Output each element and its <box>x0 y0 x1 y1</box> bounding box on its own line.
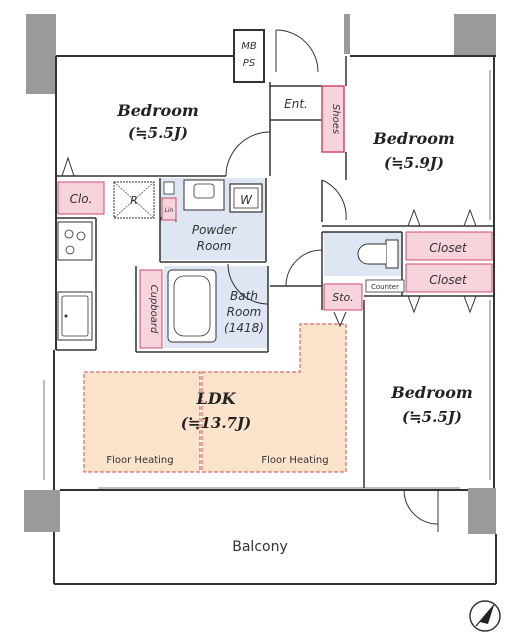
powder-room-line1: Powder <box>192 223 237 237</box>
wall-column-nw <box>26 14 56 94</box>
mb-label: MB <box>241 41 257 52</box>
kitchen-sink <box>57 291 93 341</box>
bedroom-ne-size: (≒5.9J) <box>384 154 444 172</box>
interior-walls <box>56 56 494 488</box>
washer <box>229 183 263 213</box>
clo-storage <box>57 181 105 215</box>
washer-label: W <box>240 193 253 207</box>
counter-label: Counter <box>371 283 399 291</box>
cupboard <box>139 269 163 349</box>
toilet-bowl <box>357 243 386 265</box>
powder-sink <box>183 179 225 211</box>
powder-room-line2: Room <box>197 239 232 253</box>
closet-2-label: Closet <box>429 273 468 287</box>
bedroom-nw-name: Bedroom <box>116 101 199 120</box>
bathtub <box>167 269 217 343</box>
wall-column-sw <box>24 490 60 532</box>
floor-heating-label-2: Floor Heating <box>261 455 328 466</box>
ps-label: PS <box>243 58 256 69</box>
ldk-size: (≒13.7J) <box>181 414 251 432</box>
cupboard-label: Cupboard <box>148 285 159 334</box>
sto-label: Sto. <box>332 291 354 304</box>
linen-label: Lin <box>165 207 174 214</box>
closet-2 <box>405 263 493 293</box>
bedroom-se-name: Bedroom <box>390 383 473 402</box>
refrigerator-label: R <box>130 194 138 207</box>
balcony-label: Balcony <box>232 539 288 555</box>
entrance-label: Ent. <box>284 97 308 111</box>
wall-column-ne <box>454 14 496 56</box>
linen-closet <box>161 197 177 221</box>
floor-heating-area-1 <box>83 371 201 473</box>
compass-icon <box>469 600 501 632</box>
refrigerator <box>113 181 155 219</box>
ldk-name: LDK <box>195 389 236 408</box>
counter <box>365 279 405 293</box>
bath-room-line1: Bath <box>230 289 258 303</box>
floor-heating-area-2 <box>201 323 347 473</box>
wall-column-se <box>468 488 496 534</box>
bedroom-ne-name: Bedroom <box>372 129 455 148</box>
closet-doors <box>61 156 477 328</box>
bath-room-line3: (1418) <box>224 321 264 335</box>
bath-room-line2: Room <box>227 305 262 319</box>
toilet-tank <box>385 239 399 269</box>
shoes-label: Shoes <box>330 104 341 134</box>
wall-column-top-mid <box>344 14 350 54</box>
sto-storage <box>323 283 363 311</box>
window-lines <box>43 70 491 489</box>
closet-1-label: Closet <box>429 241 468 255</box>
outer-walls <box>53 29 497 585</box>
clo-label: Clo. <box>70 192 93 206</box>
bedroom-se-size: (≒5.5J) <box>402 408 462 426</box>
bedroom-nw-size: (≒5.5J) <box>128 124 188 142</box>
closet-1 <box>405 231 493 261</box>
kitchen-stove <box>57 221 93 261</box>
floor-heating-label-1: Floor Heating <box>106 455 173 466</box>
